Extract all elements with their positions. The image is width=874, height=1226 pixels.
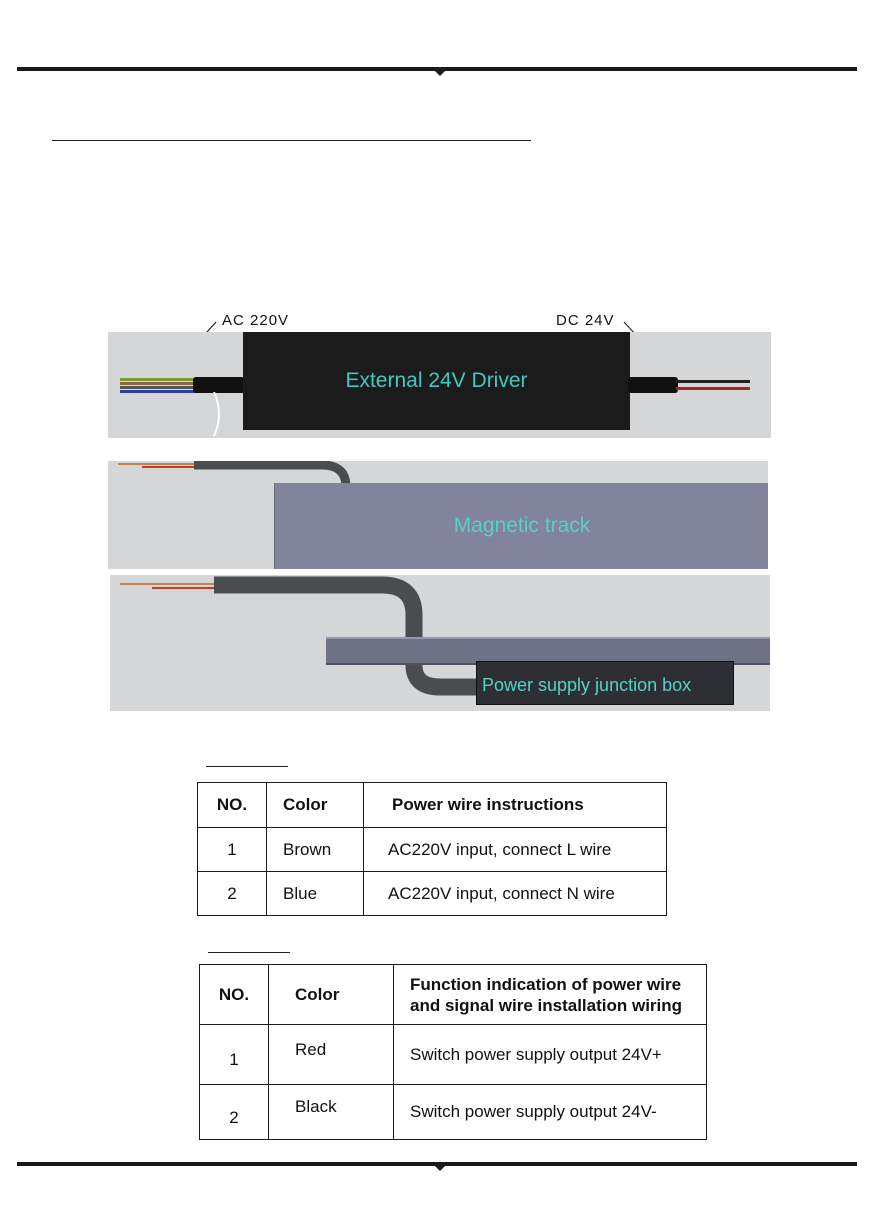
cell-instruction: AC220V input, connect L wire xyxy=(363,827,667,872)
heading-underline xyxy=(52,140,531,141)
ac-callout: AC 220V xyxy=(222,312,290,329)
track-label: Magnetic track xyxy=(453,514,591,537)
track-wire-copper-2 xyxy=(142,466,198,468)
power-wire-table: NO. Color Power wire instructions 1 Brow… xyxy=(197,782,667,916)
cell-function: Switch power supply output 24V+ xyxy=(393,1024,707,1085)
header-function-line1: Function indication of power wire xyxy=(410,974,682,994)
table-row: 2 Blue AC220V input, connect N wire xyxy=(197,871,667,916)
dc-callout: DC 24V xyxy=(556,312,615,329)
junction-box xyxy=(476,661,734,705)
external-driver: External 24V Driver xyxy=(243,332,630,430)
magnetic-track: Magnetic track xyxy=(274,483,768,569)
header-no: NO. xyxy=(197,782,267,828)
dc-cable-sheath xyxy=(628,377,678,393)
dc-wire-black xyxy=(676,380,750,383)
cell-color: Red xyxy=(268,1024,394,1085)
track-panel: Magnetic track xyxy=(108,461,768,569)
junction-box-label: Power supply junction box xyxy=(482,675,692,695)
ac-wire-gray xyxy=(120,386,210,389)
cell-color: Brown xyxy=(266,827,364,872)
cell-color: Black xyxy=(268,1084,394,1140)
header-instructions: Power wire instructions xyxy=(363,782,667,828)
ac-wire-brown xyxy=(120,382,210,385)
track-cable xyxy=(194,461,351,488)
header-color: Color xyxy=(266,782,364,828)
table2-heading-underline xyxy=(208,952,290,953)
junction-panel: Power supply junction box xyxy=(110,575,770,711)
cell-no: 1 xyxy=(199,1024,269,1085)
ac-cable-sheath xyxy=(193,377,245,393)
output-wire-table: NO. Color Function indication of power w… xyxy=(199,964,707,1140)
header-color: Color xyxy=(268,964,394,1025)
junction-wire-copper-2 xyxy=(152,587,216,589)
dc-wire-red xyxy=(676,387,750,390)
track-wire-copper-1 xyxy=(118,463,198,465)
header-function: Function indication of power wire and si… xyxy=(393,964,707,1025)
cell-instruction: AC220V input, connect N wire xyxy=(363,871,667,916)
top-rule xyxy=(17,67,857,71)
top-rule-notch xyxy=(435,71,445,76)
track-rail xyxy=(326,637,770,665)
driver-label: External 24V Driver xyxy=(345,369,528,392)
table1-heading-underline xyxy=(206,766,288,767)
table-header-row: NO. Color Function indication of power w… xyxy=(199,964,707,1025)
cell-no: 2 xyxy=(197,871,267,916)
table-row: 2 Black Switch power supply output 24V- xyxy=(199,1084,707,1140)
cell-function: Switch power supply output 24V- xyxy=(393,1084,707,1140)
driver-panel: External 24V Driver xyxy=(108,332,771,438)
ac-wire-green xyxy=(120,378,210,381)
cable-bend-mark xyxy=(213,392,220,437)
header-function-line2: and signal wire installation wiring xyxy=(410,995,683,1015)
table-row: 1 Red Switch power supply output 24V+ xyxy=(199,1024,707,1085)
table-row: 1 Brown AC220V input, connect L wire xyxy=(197,827,667,872)
header-no: NO. xyxy=(199,964,269,1025)
ac-wire-blue xyxy=(120,390,210,393)
cell-no: 2 xyxy=(199,1084,269,1140)
table-header-row: NO. Color Power wire instructions xyxy=(197,782,667,828)
cell-color: Blue xyxy=(266,871,364,916)
bottom-rule-notch xyxy=(435,1166,445,1171)
bottom-rule xyxy=(17,1162,857,1166)
cell-no: 1 xyxy=(197,827,267,872)
junction-wire-copper-1 xyxy=(120,583,216,585)
